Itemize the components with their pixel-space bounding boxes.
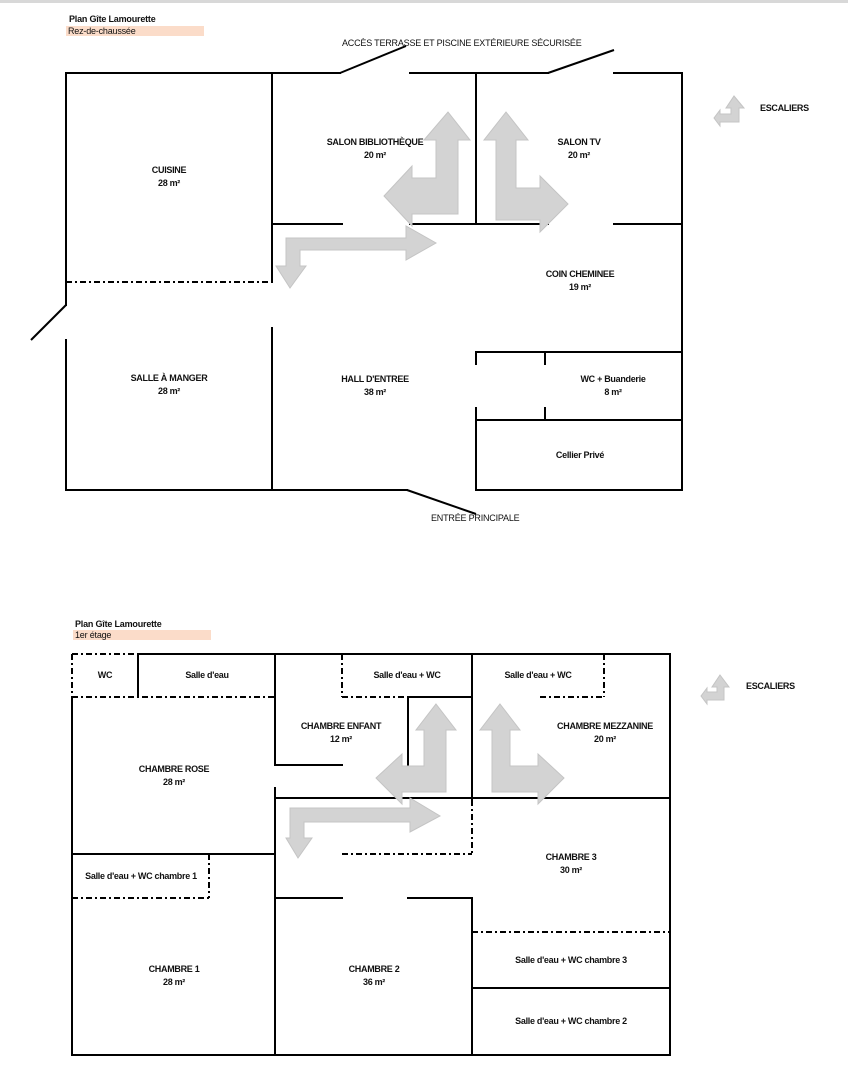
main-entrance-note: ENTRÉE PRINCIPALE [431,513,520,523]
first-floor-subtitle: 1er étage [73,630,211,640]
room-cellier-prive: Cellier Privé [555,450,605,460]
room-salle-d-eau: Salle d'eau [185,670,229,680]
room-sde-chambre-2: Salle d'eau + WC chambre 2 [515,1016,627,1026]
arrow-up-right-icon [482,111,569,234]
ground-floor-subtitle: Rez-de-chaussée [66,26,204,36]
page-top-border [0,0,848,3]
room-wc: WC [97,670,113,680]
arrow-hall-icon [275,225,438,289]
room-salle-d-eau-wc-mezzanine: Salle d'eau + WC [504,670,572,680]
arrow-corridor-icon [285,797,442,859]
arrow-up-left-icon [383,111,472,228]
arrow-up-right-icon [478,703,565,806]
room-sde-chambre-1: Salle d'eau + WC chambre 1 [85,871,197,881]
terrace-access-note: ACCÈS TERRASSE ET PISCINE EXTÉRIEURE SÉC… [342,38,582,48]
room-salle-d-eau-wc-enfant: Salle d'eau + WC [373,670,441,680]
ground-floor-title: Plan Gîte Lamourette [69,14,156,24]
ground-stairs-label: ESCALIERS [760,103,809,113]
arrow-up-left-icon [375,703,458,806]
room-sde-chambre-3: Salle d'eau + WC chambre 3 [515,955,627,965]
first-stairs-label: ESCALIERS [746,681,795,691]
first-floor-title: Plan Gîte Lamourette [75,619,162,629]
